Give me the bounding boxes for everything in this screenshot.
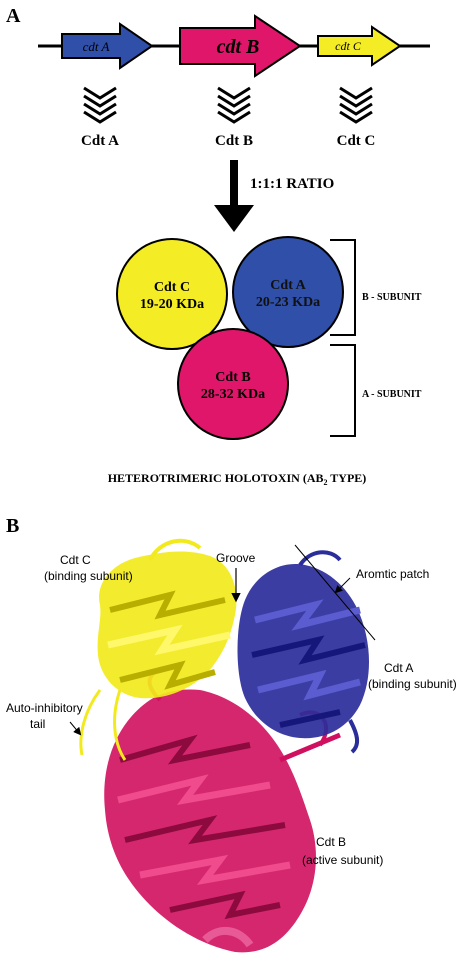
chevron-down-icon	[217, 86, 251, 124]
tail-label-line1: Auto-inhibitory	[6, 701, 83, 715]
tail-pointer	[69, 721, 82, 736]
tail-label-line2: tail	[30, 717, 45, 731]
panel-a-label: A	[6, 5, 21, 27]
subunit-size-cdt-a: 20-23 KDa	[256, 295, 320, 310]
cdt-a-role: (binding subunit)	[368, 677, 457, 691]
subunit-name-cdt-c: Cdt C	[154, 280, 190, 295]
gene-arrow-cdt-c	[317, 25, 402, 67]
cdt-c-role: (binding subunit)	[44, 569, 133, 583]
subunit-name-cdt-b: Cdt B	[215, 370, 250, 385]
gene-label-cdt-b: cdt B	[217, 36, 260, 58]
gene-label-cdt-c: cdt C	[335, 39, 362, 53]
bracket-a-subunit	[330, 344, 356, 437]
protein-label-cdt-b: Cdt B	[215, 133, 253, 149]
protein-label-cdt-a: Cdt A	[81, 133, 119, 149]
holotoxin-caption: HETEROTRIMERIC HOLOTOXIN (AB2 TYPE)	[108, 471, 367, 487]
subunit-circle-cdt-c	[116, 238, 228, 350]
gene-arrow-cdt-a	[61, 22, 154, 70]
cdt-b-structure	[104, 670, 341, 953]
ratio-label: 1:1:1 RATIO	[250, 176, 334, 192]
subunit-size-cdt-c: 19-20 KDa	[140, 297, 204, 312]
subunit-size-cdt-b: 28-32 KDa	[201, 387, 265, 402]
gene-arrow-cdt-b	[179, 14, 302, 78]
gene-label-cdt-a: cdt A	[83, 39, 110, 54]
assembly-arrow-head	[214, 205, 254, 232]
panel-b-label: B	[6, 515, 19, 537]
groove-label: Groove	[216, 551, 256, 565]
cdt-a-title: Cdt A	[384, 661, 413, 675]
bracket-b-label: B - SUBUNIT	[362, 292, 422, 303]
cdt-b-title: Cdt B	[316, 835, 346, 849]
cdt-c-structure	[79, 538, 237, 761]
chevron-down-icon	[83, 86, 117, 124]
cdt-a-structure	[237, 550, 369, 754]
subunit-circle-cdt-b	[177, 328, 289, 440]
protein-label-cdt-c: Cdt C	[337, 133, 376, 149]
aromatic-patch-label: Aromtic patch	[356, 567, 429, 581]
aromatic-patch-pointer	[334, 577, 351, 594]
cdt-b-role: (active subunit)	[302, 853, 383, 867]
subunit-name-cdt-a: Cdt A	[270, 278, 306, 293]
bracket-b-subunit	[330, 239, 356, 336]
chevron-down-icon	[339, 86, 373, 124]
cdt-c-title: Cdt C	[60, 553, 91, 567]
bracket-a-label: A - SUBUNIT	[362, 389, 422, 400]
subunit-circle-cdt-a	[232, 236, 344, 348]
